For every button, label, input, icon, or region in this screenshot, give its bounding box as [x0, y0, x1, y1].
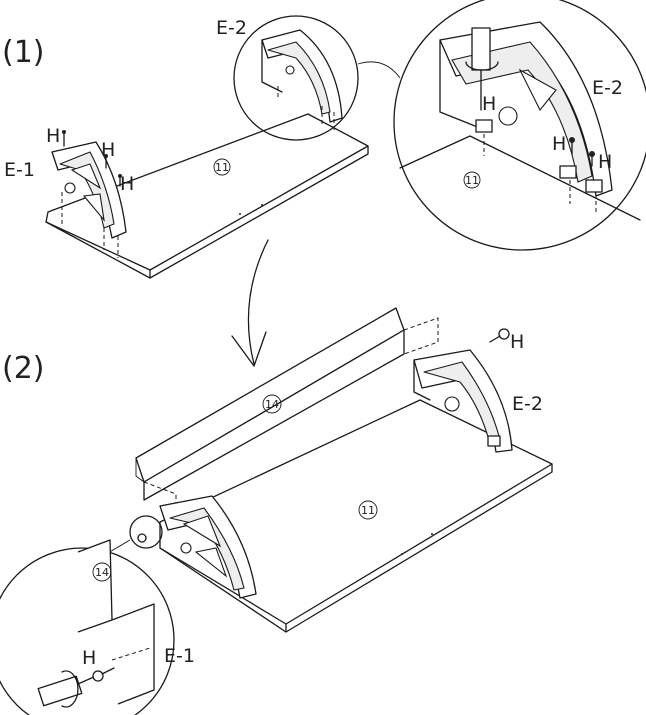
- curved-arrow-icon: [231, 239, 269, 367]
- board-14-step2: 14: [135, 307, 439, 512]
- hardware-label: H: [510, 331, 524, 353]
- screw-icon: [489, 328, 510, 343]
- hardware-label: H: [101, 139, 115, 161]
- board-14-number-detail: 14: [95, 566, 109, 579]
- screwdriver-icon: [471, 27, 491, 97]
- zoom-connector: [357, 61, 401, 79]
- detail-circle-large-step2: 14: [0, 539, 175, 715]
- hardware-label: H: [482, 93, 496, 115]
- board-11-number-detail: 11: [465, 174, 479, 187]
- hardware-label: H: [120, 173, 134, 195]
- board-11-step2: 11: [159, 399, 553, 633]
- screwdriver-icon: [37, 675, 97, 707]
- hardware-label: H: [82, 647, 96, 669]
- bracket-e1-step1: [51, 141, 127, 258]
- bracket-e2-label: E-2: [512, 393, 543, 415]
- hardware-label: H: [552, 133, 566, 155]
- screw-icon: [62, 130, 122, 187]
- detail-circle-small: [233, 15, 359, 141]
- bracket-e1-step2: [159, 495, 257, 599]
- bracket-e2-label: E-2: [216, 17, 247, 39]
- bracket-e1-label: E-1: [164, 645, 195, 667]
- board-11-number-step2: 11: [361, 504, 375, 517]
- rotation-arrow-icon: [61, 670, 79, 708]
- hardware-label: H: [598, 151, 612, 173]
- bracket-e2-step2: [413, 349, 513, 453]
- screw-icon: [92, 667, 115, 682]
- rotation-arrow-icon: [465, 61, 499, 71]
- step-1-label: (1): [2, 35, 45, 70]
- screw-icon: [480, 95, 595, 167]
- board-14-number-step2: 14: [265, 398, 279, 411]
- detail-circle-large: 11: [393, 0, 646, 251]
- hardware-label: H: [46, 125, 60, 147]
- detail-circle-small-step2: [95, 515, 163, 561]
- bracket-e1-label: E-1: [4, 159, 35, 181]
- step-2-label: (2): [2, 351, 45, 386]
- board-11-number-step1: 11: [215, 161, 229, 174]
- bracket-e2-label: E-2: [592, 77, 623, 99]
